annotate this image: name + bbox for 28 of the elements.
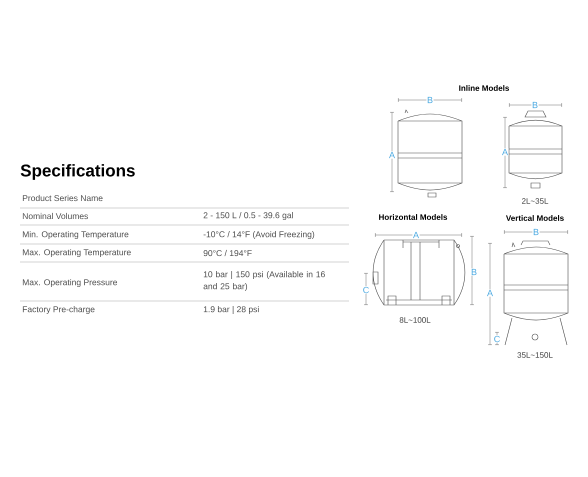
dimension-label: B <box>426 96 434 104</box>
dimension-label: A <box>501 148 509 156</box>
section-heading: Horizontal Models <box>379 214 448 220</box>
table-cell: 2 - 150 L / 0.5 - 39.6 gal <box>204 212 293 220</box>
table-cell: Max. Operating Temperature <box>22 249 131 257</box>
title: Specifications <box>20 164 135 180</box>
volume-range: 2L~35L <box>522 198 548 204</box>
volume-range: 35L~150L <box>517 352 553 358</box>
table-cell: Min. Operating Temperature <box>22 231 128 239</box>
table-cell: Factory Pre-charge <box>22 306 95 314</box>
table-cell: Product Series Name <box>22 194 103 202</box>
section-heading: Inline Models <box>459 85 510 91</box>
volume-range: 8L~100L <box>400 317 430 323</box>
dimension-label: C <box>493 335 501 343</box>
table-cell: -10°C / 14°F (Avoid Freezing) <box>204 231 314 239</box>
table-cell: Nominal Volumes <box>22 212 88 220</box>
dimension-label: B <box>470 268 478 276</box>
dimension-label: B <box>531 101 539 109</box>
dimension-label: B <box>532 228 540 236</box>
dimension-label: A <box>412 231 420 239</box>
table-cell: Max. Operating Pressure <box>22 279 118 287</box>
section-heading: Vertical Models <box>506 215 564 221</box>
dimension-label: C <box>362 286 370 294</box>
dimension-label: A <box>388 151 396 159</box>
table-cell: 1.9 bar | 28 psi <box>204 306 259 314</box>
table-cell: 10 bar | 150 psi (Available in 16 and 25 bar) <box>204 271 325 291</box>
table-cell: 90°C / 194°F <box>204 250 252 256</box>
dimension-label: A <box>486 289 494 297</box>
